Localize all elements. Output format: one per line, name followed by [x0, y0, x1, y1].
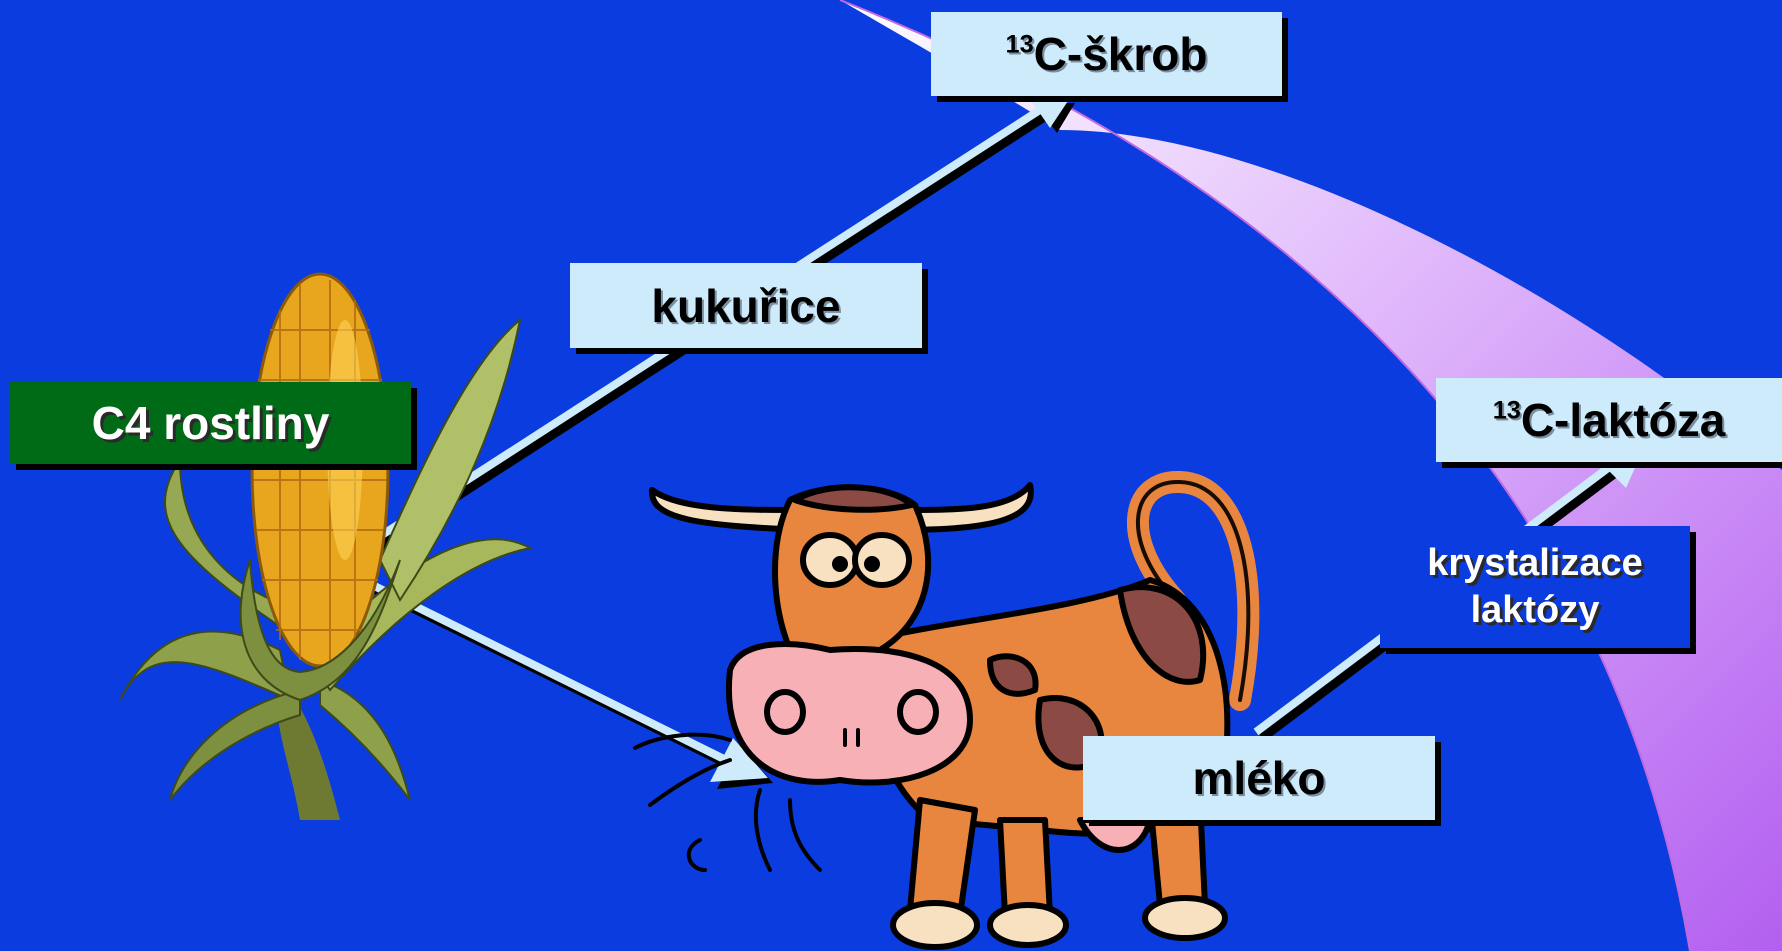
label-mleko: mléko: [1083, 736, 1435, 820]
isotope-superscript: 13: [1493, 396, 1521, 424]
label-13c-skrob: 13C-škrob: [931, 12, 1282, 96]
label-13c-laktoza: 13C-laktóza: [1436, 378, 1782, 462]
krystalizace-line-1: krystalizace: [1427, 540, 1643, 588]
isotope-superscript: 13: [1006, 30, 1034, 58]
krystalizace-line-2: laktózy: [1471, 587, 1600, 635]
c4-rostliny-text: C4 rostliny: [92, 396, 330, 450]
skrob-text: C-škrob: [1034, 28, 1208, 80]
kukurice-text: kukuřice: [651, 279, 840, 333]
mleko-text: mléko: [1193, 751, 1326, 805]
label-c4-rostliny: C4 rostliny: [10, 382, 411, 464]
cow-illustration: [635, 482, 1248, 947]
laktoza-text: C-laktóza: [1521, 394, 1725, 446]
corn-illustration: [120, 274, 530, 820]
label-kukurice: kukuřice: [570, 263, 922, 348]
label-krystalizace-laktozy: krystalizace laktózy: [1380, 526, 1690, 648]
